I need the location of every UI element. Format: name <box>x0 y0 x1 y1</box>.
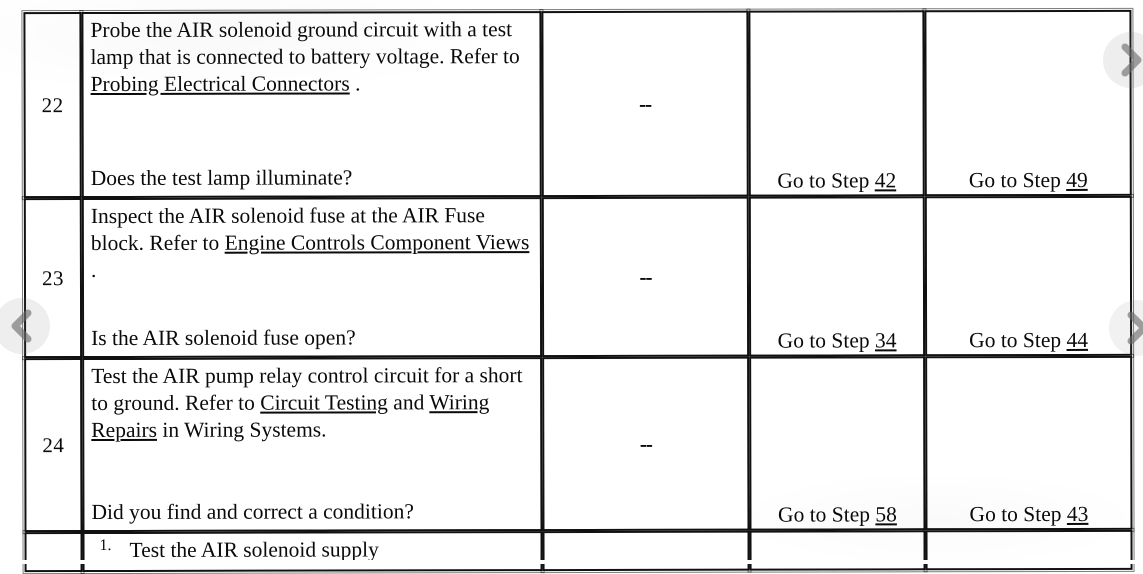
no-cell <box>925 529 1133 571</box>
goto-step-number: 49 <box>1066 168 1088 193</box>
goto-prefix: Go to Step <box>778 502 876 527</box>
goto-step-no[interactable]: Go to Step 49 <box>968 168 1088 193</box>
goto-prefix: Go to Step <box>777 328 876 353</box>
value-text: -- <box>639 264 652 289</box>
step-number: 24 <box>42 432 65 457</box>
goto-prefix: Go to Step <box>968 168 1067 193</box>
goto-step-number: 42 <box>874 168 897 193</box>
goto-step-number: 58 <box>875 502 897 527</box>
table-row-clipped: 1. Test the AIR solenoid supply <box>24 529 1133 573</box>
action-text-part: and <box>387 390 430 415</box>
step-number-cell: 22 <box>23 12 82 199</box>
action-cell: Test the AIR pump relay control circuit … <box>82 357 543 533</box>
goto-step-number: 43 <box>1066 502 1089 527</box>
goto-step-yes[interactable]: Go to Step 42 <box>777 168 897 194</box>
action-cell: 1. Test the AIR solenoid supply <box>82 531 543 573</box>
action-question: Is the AIR solenoid fuse open? <box>91 325 356 351</box>
action-text: Probe the AIR solenoid ground circuit wi… <box>90 16 533 97</box>
page-bottom-clip <box>0 560 1143 564</box>
goto-prefix: Go to Step <box>969 328 1067 353</box>
no-cell: Go to Step 44 <box>924 195 1133 357</box>
value-cell: -- <box>541 196 750 358</box>
chevron-right-icon <box>1123 311 1143 345</box>
goto-step-number: 44 <box>1066 328 1089 353</box>
action-text: Test the AIR pump relay control circuit … <box>91 362 534 443</box>
action-text-part: . <box>349 70 361 96</box>
step-number-cell: 24 <box>24 358 83 533</box>
reference-link[interactable]: Circuit Testing <box>260 390 388 415</box>
goto-step-number: 34 <box>875 328 897 353</box>
table-row: 24 Test the AIR pump relay control circu… <box>24 355 1133 533</box>
action-cell: Inspect the AIR solenoid fuse at the AIR… <box>81 197 543 359</box>
action-question: Did you find and correct a condition? <box>91 499 414 525</box>
goto-step-no[interactable]: Go to Step 44 <box>969 328 1089 353</box>
yes-cell: Go to Step 42 <box>748 10 925 197</box>
no-cell: Go to Step 43 <box>925 355 1133 531</box>
value-cell: -- <box>541 10 749 198</box>
action-text-part: . <box>90 257 97 282</box>
table-row: 23 Inspect the AIR solenoid fuse at the … <box>23 195 1133 359</box>
reference-link[interactable]: Probing Electrical Connectors <box>90 71 350 96</box>
action-question: Does the test lamp illuminate? <box>90 165 353 191</box>
yes-cell: Go to Step 58 <box>749 356 926 531</box>
action-text-part: in Wiring Systems. <box>156 417 327 442</box>
table-row: 22 Probe the AIR solenoid ground circuit… <box>23 9 1132 199</box>
value-text: -- <box>639 431 652 456</box>
step-number: 23 <box>41 265 64 290</box>
goto-step-no[interactable]: Go to Step 43 <box>969 502 1089 527</box>
chevron-left-icon <box>8 309 36 343</box>
goto-prefix: Go to Step <box>777 168 875 193</box>
value-cell <box>542 530 750 572</box>
value-text: -- <box>639 91 652 116</box>
value-cell: -- <box>542 356 750 532</box>
action-text-part: Probe the AIR solenoid ground circuit wi… <box>90 17 520 69</box>
action-cell: Probe the AIR solenoid ground circuit wi… <box>81 11 542 199</box>
yes-cell <box>749 530 926 571</box>
diagnostic-step-table: 22 Probe the AIR solenoid ground circuit… <box>23 9 1133 573</box>
next-page-button[interactable] <box>1103 32 1143 88</box>
yes-cell: Go to Step 34 <box>748 196 926 357</box>
action-text: Inspect the AIR solenoid fuse at the AIR… <box>91 202 534 283</box>
goto-step-yes[interactable]: Go to Step 58 <box>778 502 897 528</box>
chevron-right-icon <box>1117 43 1143 77</box>
no-cell: Go to Step 49 <box>924 9 1132 197</box>
previous-page-button[interactable] <box>0 298 50 354</box>
reference-link[interactable]: Engine Controls Component Views <box>224 229 530 255</box>
step-number: 22 <box>41 92 64 117</box>
goto-prefix: Go to Step <box>969 502 1067 527</box>
goto-step-yes[interactable]: Go to Step 34 <box>777 328 897 354</box>
step-number-cell <box>24 532 83 573</box>
